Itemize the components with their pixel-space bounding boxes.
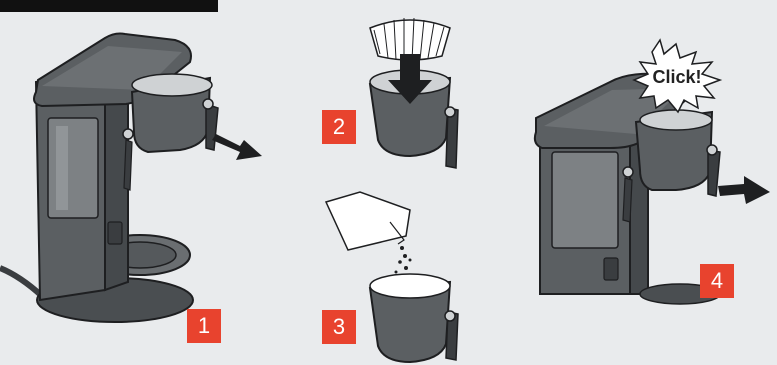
step-badge-2: 2 [322, 110, 356, 144]
step-badge-4: 4 [700, 264, 734, 298]
basket-handle [206, 104, 218, 150]
click-label: Click! [652, 67, 701, 87]
water-tank-window [48, 118, 98, 218]
step4-close-basket: Click! [534, 40, 770, 304]
step4-handle [708, 150, 720, 196]
hinge-knob [203, 99, 213, 109]
step-badge-3: 3 [322, 310, 356, 344]
step1-coffee-machine [0, 34, 262, 323]
side-handle [124, 140, 132, 190]
step3-filter-in-basket [370, 274, 450, 298]
step4-water-window [552, 152, 618, 248]
basket-rim [132, 74, 212, 96]
step4-side-handle [623, 178, 632, 222]
step-badge-1: 1 [187, 309, 221, 343]
power-cord [0, 268, 42, 296]
coffee-bag [326, 192, 410, 250]
window-highlight [56, 126, 68, 210]
push-arrow [718, 176, 770, 204]
step3-knob [445, 311, 455, 321]
header-bar [0, 0, 218, 12]
pull-arrow [212, 134, 262, 160]
step4-side-knob [623, 167, 633, 177]
side-knob [123, 129, 133, 139]
step4-basket-rim [640, 110, 712, 130]
power-button [108, 222, 122, 244]
step4-power-button [604, 258, 618, 280]
step4-knob [707, 145, 717, 155]
step2-knob [445, 107, 455, 117]
step2-insert-filter [370, 18, 458, 168]
